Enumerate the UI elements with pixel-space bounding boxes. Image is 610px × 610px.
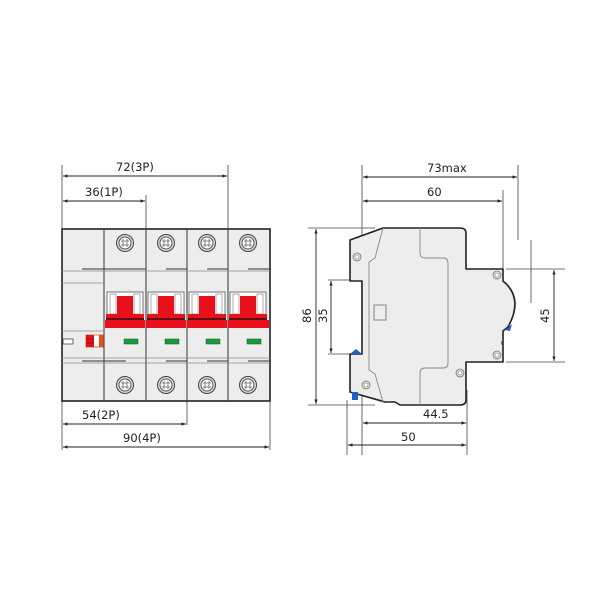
screw-icon [492,350,502,360]
screw-icon [116,234,134,252]
front-clip [505,324,512,331]
front-view: 72(3P) 36(1P) 54(2P) 90(4P) [61,160,271,450]
screw-icon [492,270,502,280]
front-dimension-lines [63,174,269,449]
front-band-accents [82,268,270,362]
handle-pole-3 [187,291,227,345]
dim-45-label: 45 [538,308,552,323]
din-clip-top [350,349,362,354]
status-indicator [205,338,221,345]
breaker-side-body [349,227,516,406]
screw-icon [116,376,134,394]
front-extension-lines [61,165,271,450]
side-dimension-lines [314,175,556,447]
screw-icon [157,234,175,252]
pole-handles [105,291,269,345]
din-clip-bottom [352,392,358,400]
front-band-lines [62,270,270,364]
screw-icon [157,376,175,394]
handle-pole-1 [105,291,145,345]
status-indicator [123,338,139,345]
dim-73max-label: 73max [427,161,467,175]
dim-50-label: 50 [401,430,416,444]
status-indicator [246,338,262,345]
test-slot [62,338,74,345]
screw-icon [239,376,257,394]
label-window [373,304,387,321]
side-view: 73max 60 44.5 50 86 35 45 [300,161,565,455]
screw-icon [198,234,216,252]
dim-72-3p-label: 72(3P) [116,160,154,174]
dim-86-label: 86 [300,308,314,323]
dim-35-label: 35 [316,308,330,323]
status-indicator [164,338,180,345]
module-dividers [103,229,229,401]
screw-icon [361,380,371,390]
side-inner-lines [368,227,449,405]
handle-pole-4 [228,291,269,345]
dim-44-5-label: 44.5 [423,407,449,421]
screw-icon [455,368,465,378]
dim-54-2p-label: 54(2P) [82,408,120,422]
dim-90-4p-label: 90(4P) [123,431,161,445]
side-notch [501,339,504,347]
trip-indicator [85,334,104,348]
handle-pole-2 [146,291,186,345]
screw-icon [239,234,257,252]
dim-36-1p-label: 36(1P) [85,185,123,199]
dim-60-label: 60 [427,185,442,199]
screw-icon [352,252,362,262]
screw-icon [198,376,216,394]
